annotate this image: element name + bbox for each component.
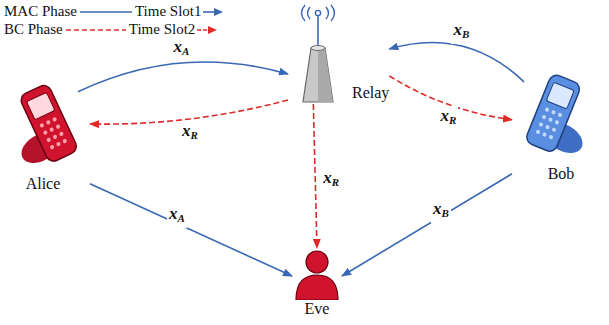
node-label: Alice (26, 175, 61, 193)
slot-label: Time Slot1 (135, 3, 202, 20)
legend-text: MAC Phase (4, 3, 77, 20)
phone-icon (512, 68, 592, 163)
signal-label: xB (431, 199, 451, 223)
legend-text: BC Phase (4, 21, 63, 38)
legend-line-sample (77, 6, 135, 18)
legend-arrow-sample (201, 6, 225, 18)
phone-icon (10, 78, 90, 173)
link-arrow (342, 174, 512, 276)
relay-tower-icon (288, 4, 348, 104)
legend-arrow-sample (195, 24, 219, 36)
link-arrow (313, 104, 317, 248)
node-label: Bob (548, 165, 575, 183)
link-arrow (78, 62, 288, 92)
legend-row: BC Phase Time Slot2 (4, 21, 219, 38)
legend-line-sample (63, 24, 129, 36)
node-label: Eve (305, 300, 330, 318)
device-node: Eve (292, 248, 342, 318)
node-label: Relay (352, 84, 389, 102)
person-icon (292, 248, 342, 300)
legend-row: MAC Phase Time Slot1 (4, 3, 225, 20)
device-node: Alice (10, 78, 90, 193)
link-arrow (90, 184, 292, 276)
signal-label: xR (180, 121, 200, 145)
signal-label: xR (321, 168, 341, 192)
slot-label: Time Slot2 (129, 21, 196, 38)
signal-label: xR (438, 106, 458, 130)
device-node: Bob (512, 68, 592, 183)
signal-label: xA (167, 204, 187, 228)
signal-label: xB (451, 20, 471, 44)
device-node: Relay (288, 4, 389, 104)
link-arrow (389, 43, 524, 82)
signal-label: xA (171, 37, 191, 61)
